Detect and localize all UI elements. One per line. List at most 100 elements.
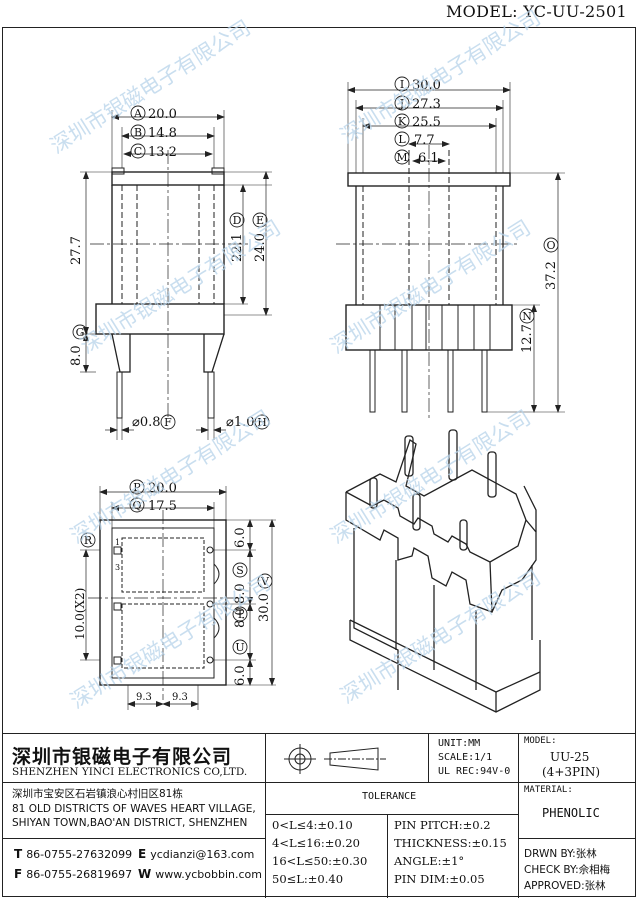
svg-text:37.2: 37.2: [544, 261, 559, 290]
svg-text:L: L: [398, 133, 406, 146]
dim-J: J 27.3: [394, 95, 441, 112]
company-name-cn: 深圳市银磁电子有限公司: [12, 746, 233, 768]
svg-text:13.2: 13.2: [148, 145, 177, 160]
svg-text:V: V: [260, 575, 270, 588]
dim-T: T 8.0: [232, 606, 248, 628]
tolerance-row: 50≤L:±0.40: [272, 872, 344, 886]
svg-text:30.0: 30.0: [412, 78, 441, 93]
svg-text:27.3: 27.3: [412, 97, 441, 112]
dim-V: V 30.0: [257, 573, 273, 622]
model-name: UU-25: [550, 750, 590, 764]
svg-text:7.7: 7.7: [414, 133, 435, 148]
tolerance-label: TOLERANCE: [362, 791, 417, 802]
address-en-line2: SHIYAN TOWN,BAO'AN DISTRICT, SHENZHEN: [12, 817, 248, 829]
svg-text:22.1: 22.1: [230, 233, 245, 262]
unit-text: UNIT:MM: [438, 738, 481, 749]
front-view: [336, 82, 565, 420]
svg-text:I: I: [400, 78, 404, 91]
svg-text:B: B: [134, 126, 142, 139]
dim-F: ⌀0.8 F: [132, 414, 176, 430]
svg-text:14.8: 14.8: [148, 126, 177, 141]
svg-text:J: J: [399, 97, 404, 110]
tolerance-row: 4<L≤16:±0.20: [272, 836, 360, 850]
address-cn: 深圳市宝安区石岩镇浪心村旧区81栋: [12, 788, 183, 800]
svg-text:K: K: [398, 115, 407, 128]
dim-M: M 6.1: [394, 149, 439, 166]
dim-S: S 8.0: [232, 562, 248, 604]
dim-H: ⌀1.0 H: [226, 414, 270, 430]
svg-text:F: F: [164, 416, 172, 429]
pin-number-3: 3: [115, 563, 120, 572]
ul-rec-text: UL REC:94V-0: [438, 766, 511, 777]
svg-text:U: U: [235, 641, 244, 654]
dim-9-3-left: 9.3: [136, 692, 152, 703]
tolerance-row: 16<L≤50:±0.30: [272, 854, 368, 868]
dim-G: G 8.0: [69, 324, 88, 366]
svg-text:C: C: [134, 145, 142, 158]
svg-text:8.0: 8.0: [233, 607, 248, 628]
tolerance-row: THICKNESS:±0.15: [394, 836, 507, 850]
title-block: 深圳市银磁电子有限公司 SHENZHEN YINCI ELECTRONICS C…: [2, 733, 636, 898]
dim-N: N 12.7: [519, 308, 535, 353]
tolerance-row: PIN PITCH:±0.2: [394, 818, 491, 832]
checked-by: CHECK BY:佘相梅: [524, 864, 611, 876]
svg-text:N: N: [522, 310, 532, 323]
dim-C: C 13.2: [130, 143, 177, 160]
svg-text:A: A: [133, 107, 143, 120]
model-pins: (4+3PIN): [542, 765, 601, 779]
svg-text:6.1: 6.1: [418, 151, 439, 166]
svg-text:⌀0.8: ⌀0.8: [132, 415, 161, 430]
dim-A: A 20.0: [130, 105, 177, 122]
material-value: PHENOLIC: [542, 806, 600, 820]
projection-symbol-icon: [284, 744, 386, 774]
svg-text:20.0: 20.0: [148, 481, 177, 496]
tolerance-row: PIN DIM:±0.05: [394, 872, 485, 886]
bottom-view: [80, 486, 276, 710]
dim-6-0-top: 6.0: [233, 527, 248, 548]
dim-E: E 24.0: [252, 212, 268, 262]
svg-text:D: D: [233, 214, 242, 227]
svg-text:20.0: 20.0: [148, 107, 177, 122]
approved-by: APPROVED:张林: [524, 880, 606, 892]
dim-O: O 37.2: [543, 237, 559, 290]
technical-drawing: A 20.0 B 14.8 C 13.2 27.7 G 8.0 D 22.1 E…: [69, 76, 565, 713]
dim-R: R 10.0(X2): [73, 532, 96, 640]
dim-U: U 6.0: [232, 639, 248, 686]
model-small-label: MODEL:: [524, 736, 557, 746]
drawn-by: DRWN BY:张林: [524, 848, 597, 860]
dim-K: K 25.5: [394, 113, 441, 130]
dim-D: D 22.1: [229, 212, 245, 262]
svg-text:30.0: 30.0: [257, 593, 272, 622]
svg-text:O: O: [546, 239, 555, 252]
svg-text:24.0: 24.0: [253, 233, 268, 262]
address-en-line1: 81 OLD DISTRICTS OF WAVES HEART VILLAGE,: [12, 803, 256, 815]
svg-text:17.5: 17.5: [148, 499, 177, 514]
scale-text: SCALE:1/1: [438, 752, 493, 763]
svg-text:R: R: [84, 534, 93, 547]
side-view: [80, 110, 272, 440]
svg-text:⌀1.0: ⌀1.0: [226, 415, 255, 430]
svg-text:8.0: 8.0: [69, 345, 84, 366]
sheet-border: [2, 27, 636, 897]
svg-text:Q: Q: [132, 499, 141, 512]
svg-text:H: H: [257, 416, 267, 429]
dim-I: I 30.0: [394, 76, 441, 93]
dim-27-7: 27.7: [69, 236, 84, 265]
model-title: MODEL: YC-UU-2501: [446, 2, 627, 21]
material-label: MATERIAL:: [524, 785, 573, 795]
isometric-view: [345, 429, 541, 713]
svg-text:P: P: [133, 481, 141, 494]
svg-text:E: E: [256, 214, 264, 227]
svg-text:25.5: 25.5: [412, 115, 441, 130]
company-name-en: SHENZHEN YINCI ELECTRONICS CO,LTD.: [12, 766, 248, 778]
svg-text:12.7: 12.7: [520, 324, 535, 353]
svg-text:G: G: [76, 326, 85, 339]
dim-B: B 14.8: [130, 124, 177, 141]
svg-text:10.0(X2): 10.0(X2): [73, 588, 87, 640]
tolerance-row: ANGLE:±1°: [394, 854, 465, 868]
svg-text:8.0: 8.0: [233, 583, 248, 604]
dim-9-3-right: 9.3: [172, 692, 188, 703]
